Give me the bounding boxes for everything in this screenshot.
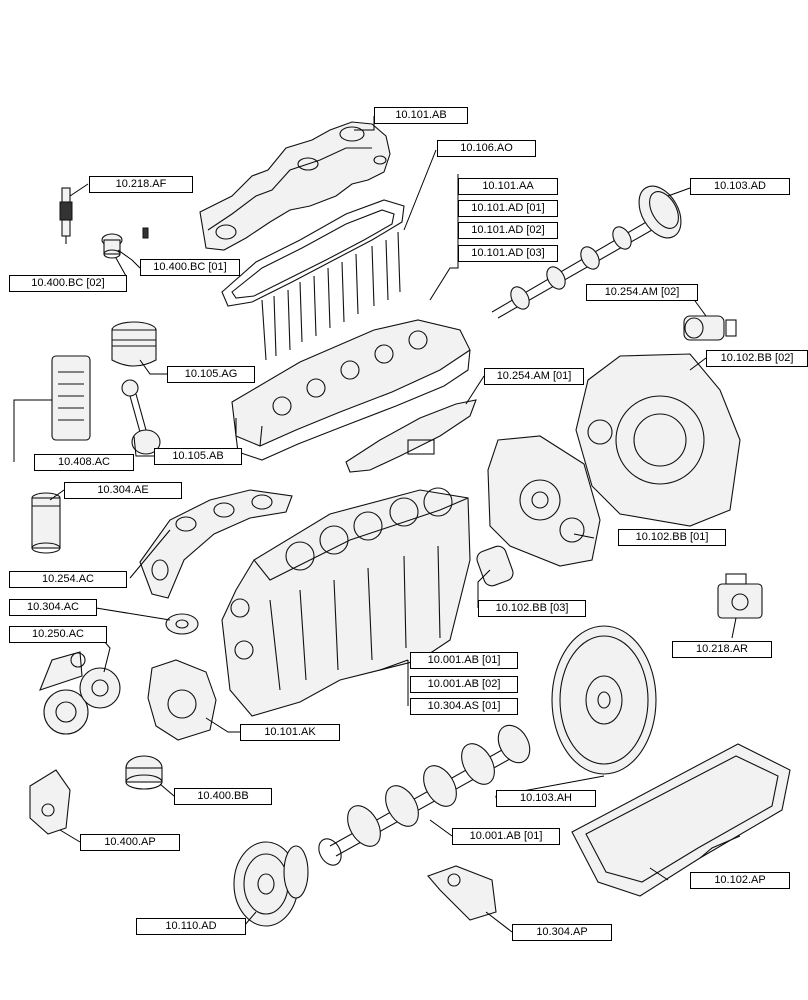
callout-10-101-ad-02[interactable]: 10.101.AD [02] xyxy=(458,222,558,239)
callout-10-102-ap[interactable]: 10.102.AP xyxy=(690,872,790,889)
oil-cooler-part xyxy=(51,355,91,441)
piston-part xyxy=(111,321,157,367)
intake-manifold-part xyxy=(345,399,477,473)
callout-10-400-bc-01[interactable]: 10.400.BC [01] xyxy=(140,259,240,276)
valve-cover-gasket-part xyxy=(221,199,405,361)
vibration-damper-part xyxy=(233,841,309,927)
front-cover-part xyxy=(147,659,217,741)
callout-10-001-ab-01[interactable]: 10.001.AB [01] xyxy=(410,652,518,669)
callout-10-105-ab[interactable]: 10.105.AB xyxy=(154,448,242,465)
injector-part xyxy=(59,187,73,244)
callout-10-102-bb-02[interactable]: 10.102.BB [02] xyxy=(706,350,808,367)
turbocharger-part xyxy=(39,651,121,735)
fuel-pump-part xyxy=(717,573,763,619)
callout-10-254-ac[interactable]: 10.254.AC xyxy=(9,571,127,588)
bracket-part xyxy=(29,769,71,835)
callout-10-106-ao[interactable]: 10.106.AO xyxy=(437,140,536,157)
oil-pan-part xyxy=(571,743,791,897)
callout-10-218-ar[interactable]: 10.218.AR xyxy=(672,641,772,658)
callout-10-304-ae[interactable]: 10.304.AE xyxy=(64,482,182,499)
callout-10-103-ad[interactable]: 10.103.AD xyxy=(690,178,790,195)
cover-plate-part xyxy=(476,545,514,587)
connecting-rod-part xyxy=(121,379,161,455)
pump-bracket-part xyxy=(427,865,497,921)
crankshaft-part xyxy=(318,724,531,866)
valve-cover-part xyxy=(199,121,391,251)
callout-10-400-ap[interactable]: 10.400.AP xyxy=(80,834,180,851)
exhaust-manifold-part xyxy=(139,489,293,599)
callout-10-105-ag[interactable]: 10.105.AG xyxy=(167,366,255,383)
callout-10-101-ab[interactable]: 10.101.AB xyxy=(374,107,468,124)
cylinder-head-part xyxy=(231,319,471,461)
callout-10-254-am-01[interactable]: 10.254.AM [01] xyxy=(484,368,584,385)
callout-10-400-bb[interactable]: 10.400.BB xyxy=(174,788,272,805)
callout-10-400-bc-02[interactable]: 10.400.BC [02] xyxy=(9,275,127,292)
camshaft-part xyxy=(491,185,682,319)
callout-10-101-ak[interactable]: 10.101.AK xyxy=(240,724,340,741)
callout-10-250-ac[interactable]: 10.250.AC xyxy=(9,626,107,643)
callout-10-102-bb-03[interactable]: 10.102.BB [03] xyxy=(478,600,586,617)
callout-10-304-ap[interactable]: 10.304.AP xyxy=(512,924,612,941)
callout-10-101-ad-03[interactable]: 10.101.AD [03] xyxy=(458,245,558,262)
camshaft-sensor-part xyxy=(683,315,737,341)
oil-filter-part xyxy=(31,492,61,554)
callout-10-001-ab-01-crankshaft[interactable]: 10.001.AB [01] xyxy=(452,828,560,845)
callout-10-101-aa[interactable]: 10.101.AA xyxy=(458,178,558,195)
callout-10-102-bb-01[interactable]: 10.102.BB [01] xyxy=(618,529,726,546)
water-pump-part xyxy=(125,755,163,790)
flywheel-housing-part xyxy=(575,353,741,527)
sensor-fitting-part xyxy=(101,227,149,259)
callout-10-304-as-01[interactable]: 10.304.AS [01] xyxy=(410,698,518,715)
callout-10-110-ad[interactable]: 10.110.AD xyxy=(136,918,246,935)
callout-10-254-am-02[interactable]: 10.254.AM [02] xyxy=(586,284,698,301)
callout-10-218-af[interactable]: 10.218.AF xyxy=(89,176,193,193)
thermostat-part xyxy=(165,613,199,635)
callout-10-001-ab-02[interactable]: 10.001.AB [02] xyxy=(410,676,518,693)
callout-10-304-ac[interactable]: 10.304.AC xyxy=(9,599,97,616)
callout-10-103-ah[interactable]: 10.103.AH xyxy=(496,790,596,807)
gear-housing-part xyxy=(487,435,601,567)
callout-10-101-ad-01[interactable]: 10.101.AD [01] xyxy=(458,200,558,217)
flywheel-part xyxy=(551,625,657,775)
callout-10-408-ac[interactable]: 10.408.AC xyxy=(34,454,134,471)
